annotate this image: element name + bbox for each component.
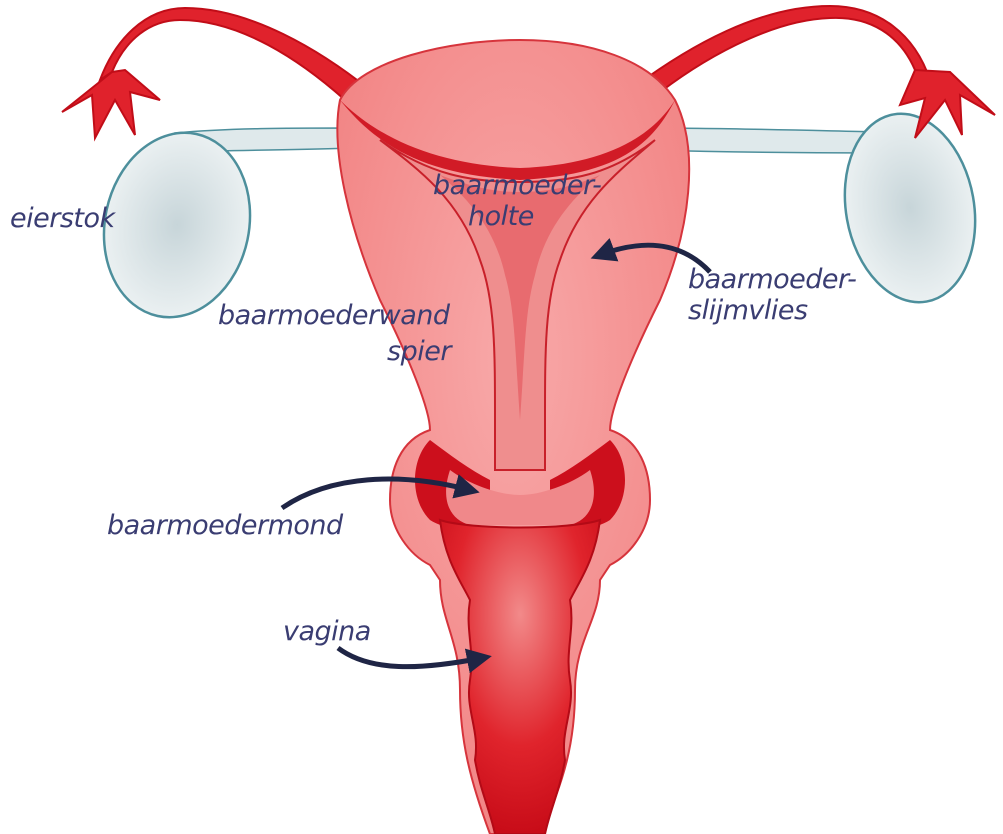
label-lining-line1: baarmoeder- xyxy=(688,266,856,293)
label-cervix: baarmoedermond xyxy=(107,512,343,539)
fallopian-tube-left xyxy=(62,8,370,138)
label-ovary: eierstok xyxy=(10,205,115,232)
label-wall-line2: spier xyxy=(387,338,451,365)
label-cavity-line2: holte xyxy=(468,203,534,230)
label-lining-line2: slijmvlies xyxy=(688,297,808,324)
label-wall-line1: baarmoederwand xyxy=(218,302,450,329)
label-cavity-line1: baarmoeder- xyxy=(433,172,601,199)
fallopian-tube-right xyxy=(630,6,995,138)
label-vagina: vagina xyxy=(283,618,371,645)
